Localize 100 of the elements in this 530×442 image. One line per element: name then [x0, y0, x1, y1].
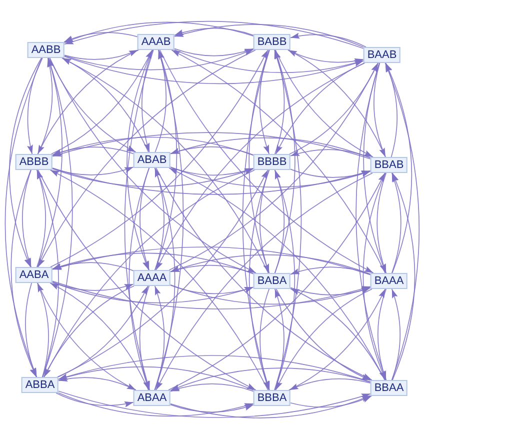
arrow — [170, 368, 371, 391]
arrow — [174, 49, 364, 74]
arrow — [37, 282, 136, 390]
arrow — [154, 168, 176, 390]
arrow — [9, 58, 42, 268]
arrow — [142, 50, 154, 152]
arrow — [392, 172, 416, 380]
arrow — [170, 404, 254, 413]
arrow — [290, 396, 372, 408]
arrow — [170, 395, 371, 418]
arrow — [174, 48, 254, 56]
arrow — [36, 58, 63, 268]
arrow — [363, 62, 386, 274]
arrow — [377, 288, 387, 380]
arrow — [170, 284, 254, 294]
arrow — [37, 50, 140, 154]
arrow — [49, 58, 136, 152]
arrow — [52, 168, 254, 188]
arrow — [52, 136, 254, 156]
arrow — [290, 168, 371, 178]
arrow — [140, 168, 150, 270]
arrow — [170, 146, 254, 156]
arrow — [174, 24, 364, 48]
arrow — [22, 170, 32, 268]
arrow — [260, 288, 270, 390]
arrow — [274, 50, 296, 274]
arrow — [373, 62, 386, 158]
arrow — [242, 50, 270, 390]
state-box: BBAB — [370, 157, 408, 173]
arrow — [37, 58, 53, 154]
arrow — [4, 58, 43, 378]
arrow — [36, 170, 59, 378]
arrow — [58, 286, 148, 378]
state-box: ABBB — [15, 154, 53, 170]
arrow — [288, 50, 386, 158]
arrow — [58, 355, 371, 382]
state-box: BABA — [253, 273, 291, 289]
arrow — [124, 50, 154, 390]
arrow — [170, 137, 371, 158]
arrow — [170, 166, 371, 188]
arrow — [274, 50, 302, 390]
arrow — [27, 58, 43, 154]
state-box: AAAA — [133, 270, 171, 286]
arrow — [154, 50, 184, 390]
arrow — [170, 383, 254, 392]
arrow — [25, 282, 38, 378]
arrow — [42, 58, 73, 378]
arrow — [58, 366, 254, 391]
arrow — [52, 168, 371, 195]
arrow — [64, 48, 254, 70]
state-box: BABB — [253, 34, 291, 50]
arrow — [52, 132, 371, 160]
arrow — [64, 20, 364, 49]
arrow — [288, 378, 371, 390]
arrow — [36, 170, 46, 268]
arrow — [259, 170, 270, 274]
state-box: AABB — [27, 42, 65, 58]
arrow — [376, 172, 387, 274]
arrow — [170, 284, 371, 305]
state-box: BAAA — [370, 273, 408, 289]
arrow — [52, 246, 371, 276]
state-box: AAAB — [137, 34, 175, 50]
arrow — [290, 149, 371, 158]
arrow — [290, 32, 366, 48]
state-box: BBBA — [253, 390, 291, 406]
state-box: ABBA — [21, 377, 59, 393]
state-box: AABA — [15, 267, 53, 283]
arrow — [58, 392, 254, 417]
arrow — [384, 62, 420, 380]
arrow — [64, 56, 364, 84]
arrow — [385, 62, 412, 274]
arrow — [36, 282, 49, 378]
state-box: ABAA — [133, 390, 171, 406]
arrow — [52, 282, 134, 291]
arrow — [290, 287, 371, 296]
arrow — [170, 264, 254, 274]
state-box: BAAB — [363, 47, 401, 63]
arrow — [174, 28, 254, 36]
arrow — [154, 50, 178, 270]
arrow — [126, 50, 153, 270]
arrow — [64, 50, 138, 60]
arrow — [50, 282, 149, 390]
arrow — [52, 146, 134, 156]
arrow — [170, 254, 371, 275]
arrow — [391, 172, 402, 274]
arrow — [64, 22, 254, 44]
arrow — [64, 32, 138, 42]
state-box: BBAA — [370, 380, 408, 396]
arrow — [44, 286, 134, 378]
arrow — [275, 50, 374, 158]
arrow — [139, 286, 150, 390]
state-box: ABAB — [133, 152, 171, 168]
arrow — [50, 50, 153, 154]
arrow — [58, 390, 371, 418]
arrow — [10, 170, 37, 378]
arrow — [362, 172, 386, 380]
arrow — [56, 392, 134, 408]
arrow — [52, 280, 371, 310]
state-box: BBBB — [253, 154, 291, 170]
arrow — [289, 62, 379, 154]
